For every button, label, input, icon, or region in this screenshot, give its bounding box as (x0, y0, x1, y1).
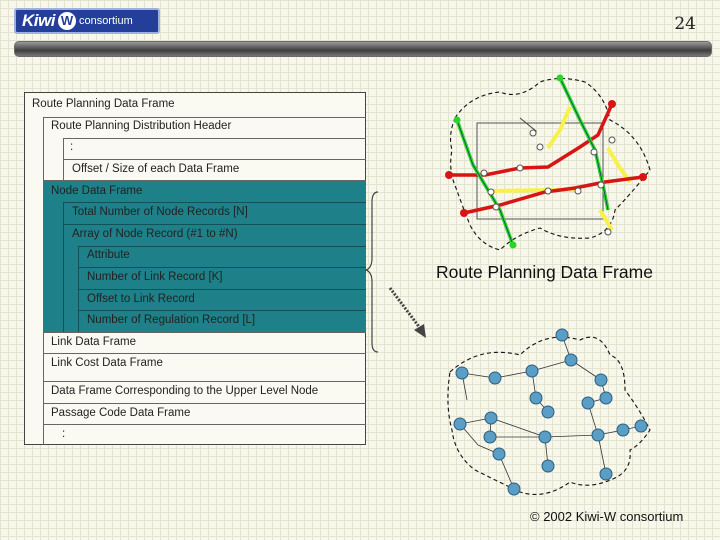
yellow-road (606, 146, 632, 184)
area-boundary (449, 77, 651, 251)
indent-line (78, 246, 79, 332)
header-bar (14, 41, 712, 57)
road-node (608, 100, 616, 108)
separator (43, 424, 366, 425)
logo-consortium-text: consortium (78, 15, 133, 27)
separator (63, 138, 366, 139)
offset-size-label: Offset / Size of each Data Frame (72, 163, 240, 175)
offset-link-label: Offset to Link Record (87, 293, 195, 305)
passage-code-label: Passage Code Data Frame (51, 407, 191, 419)
separator (43, 332, 366, 333)
road-node (509, 241, 517, 249)
node-data-frame-label: Node Data Frame (51, 185, 143, 197)
node-graph-diagram (447, 328, 651, 496)
road-node (445, 171, 453, 179)
separator (78, 246, 366, 247)
attribute-label: Attribute (87, 249, 130, 261)
green-road (455, 119, 515, 246)
separator (78, 310, 366, 311)
separator (78, 267, 366, 268)
separator (43, 180, 366, 181)
kiwi-w-logo: Kiwi W consortium (14, 8, 160, 34)
separator (63, 202, 366, 203)
separator (63, 159, 366, 160)
total-nodes-label: Total Number of Node Records [N] (72, 206, 248, 218)
link-data-frame-label: Link Data Frame (51, 336, 137, 348)
road-centerline (456, 119, 514, 246)
map-node (608, 136, 616, 144)
ellipsis-label: : (62, 428, 66, 440)
map-node (590, 148, 598, 156)
frame-title: Route Planning Data Frame (32, 98, 175, 110)
link-cost-label: Link Cost Data Frame (51, 357, 163, 369)
separator (43, 403, 366, 404)
map-node (604, 228, 612, 236)
road-map-diagram (445, 74, 651, 251)
array-nodes-label: Array of Node Record (#1 to #N) (72, 228, 238, 240)
indent-line (43, 117, 44, 445)
arrow-head (414, 324, 426, 338)
map-node (574, 187, 582, 195)
separator (43, 381, 366, 382)
road-node (453, 116, 461, 124)
logo-w-mark: W (57, 12, 76, 30)
map-node (516, 164, 524, 172)
map-node (529, 129, 537, 137)
logo-kiwi-text: Kiwi (22, 11, 55, 30)
graph-boundary (447, 336, 651, 495)
separator (43, 117, 366, 118)
road-node (639, 173, 647, 181)
num-link-record-label: Number of Link Record [K] (87, 271, 223, 283)
brace-shape (364, 191, 379, 353)
arrow-shaft (388, 287, 422, 329)
road-node (460, 209, 468, 217)
distribution-header-label: Route Planning Distribution Header (51, 120, 232, 132)
separator (63, 224, 366, 225)
map-node (536, 143, 544, 151)
map-node (544, 187, 552, 195)
road-node (556, 74, 564, 82)
yellow-road (546, 106, 572, 150)
map-node (597, 181, 605, 189)
upper-level-label: Data Frame Corresponding to the Upper Le… (51, 385, 319, 397)
separator (43, 353, 366, 354)
indent-line (63, 138, 64, 180)
copyright-footer: © 2002 Kiwi-W consortium (530, 509, 684, 524)
ellipsis-label: : (70, 141, 74, 153)
graph-nodes (453, 328, 648, 496)
num-regulation-label: Number of Regulation Record [L] (87, 314, 256, 326)
separator (78, 289, 366, 290)
node-data-frame-block (43, 180, 366, 332)
indent-line (63, 202, 64, 332)
map-node (492, 203, 500, 211)
diagram-title: Route Planning Data Frame (436, 262, 653, 282)
yellow-road (598, 208, 614, 232)
map-node (480, 169, 488, 177)
page-number: 24 (674, 14, 696, 34)
map-node (487, 188, 495, 196)
